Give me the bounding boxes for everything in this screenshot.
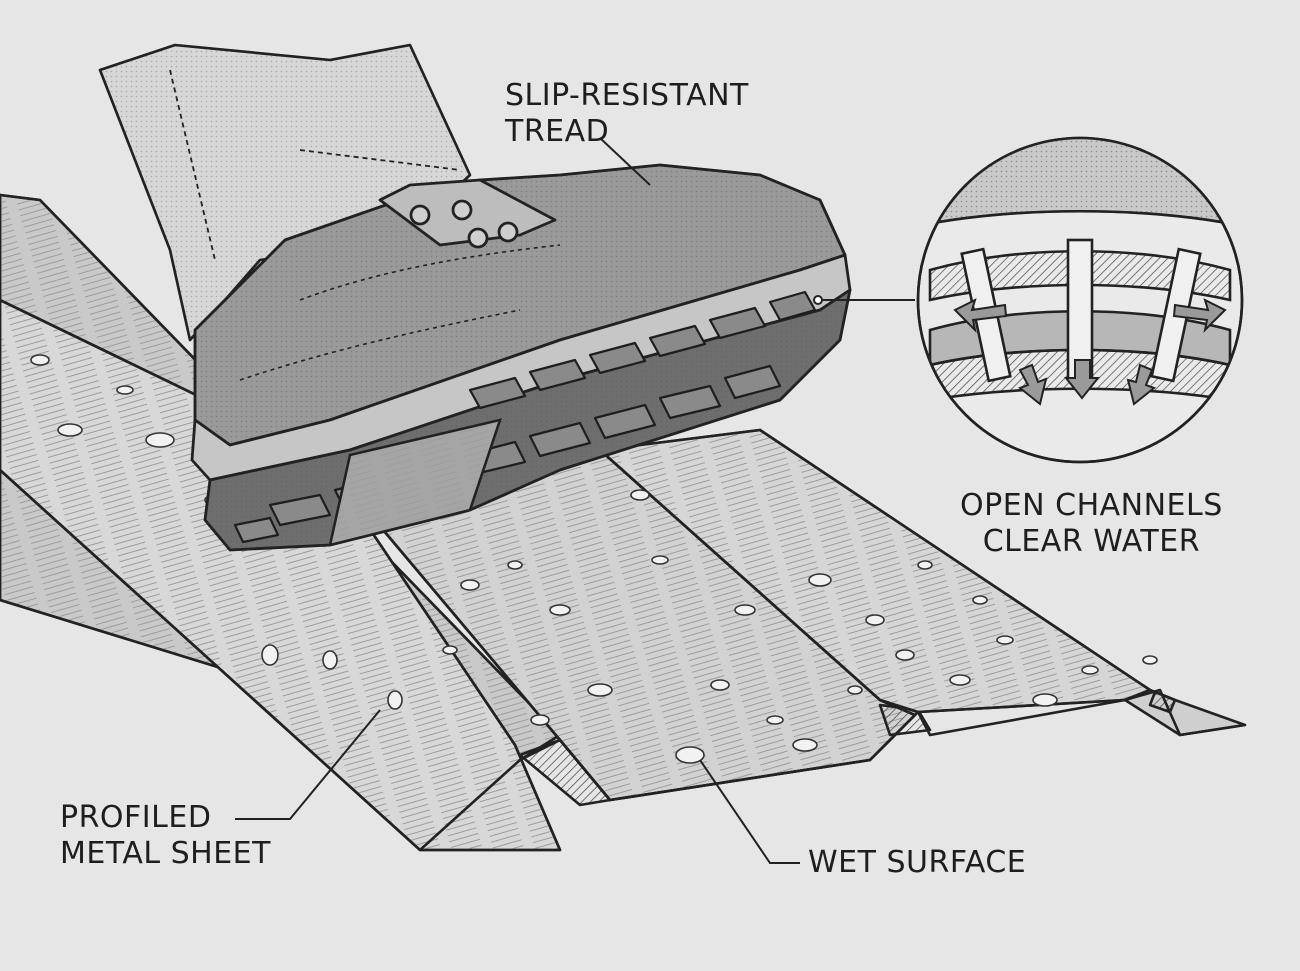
label-slip-resistant-tread: SLIP-RESISTANT TREAD	[505, 78, 749, 150]
label-sheet-line2: METAL SHEET	[60, 836, 271, 871]
label-open-channels: OPEN CHANNELS CLEAR WATER	[960, 488, 1223, 560]
boot	[190, 163, 852, 552]
detail-inset	[916, 136, 1244, 464]
tread-lugs	[233, 290, 817, 544]
label-wet-surface: WET SURFACE	[808, 845, 1026, 881]
label-sheet-line1: PROFILED	[60, 800, 212, 835]
label-profiled-metal-sheet: PROFILED METAL SHEET	[60, 800, 271, 872]
label-channels-line2: CLEAR WATER	[982, 524, 1201, 559]
label-channels-line1: OPEN CHANNELS	[960, 488, 1223, 523]
heel-contact	[328, 418, 502, 547]
label-wet-line1: WET SURFACE	[808, 845, 1027, 880]
label-tread-line1: SLIP-RESISTANT	[505, 78, 749, 113]
leader-lines	[235, 137, 915, 864]
label-tread-line2: TREAD	[505, 114, 610, 149]
